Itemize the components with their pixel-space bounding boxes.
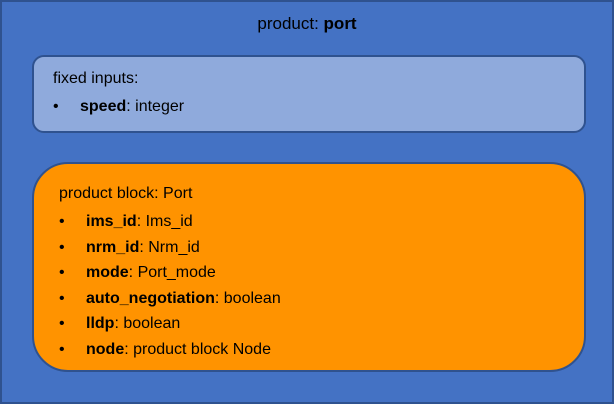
field-type: : Nrm_id [139,238,200,256]
list-item: • speed: integer [53,94,184,120]
bullet: • [53,98,59,115]
list-item: • node: product block Node [59,337,281,363]
fixed-inputs-heading: fixed inputs: [53,70,139,87]
field-type: : product block Node [124,340,271,358]
bullet: • [59,289,65,307]
field-name: speed [80,98,127,115]
bullet: • [59,213,65,230]
bullet: • [59,315,65,333]
list-item: • nrm_id: Nrm_id [59,235,281,261]
bullet: • [59,264,65,282]
field-name: node [86,340,125,358]
list-item: • mode: Port_mode [59,260,281,286]
bullet: • [59,340,65,358]
field-name: auto_negotiation [86,289,215,307]
product-title: product: port [2,14,612,34]
list-item: • lldp: boolean [59,311,281,337]
fixed-inputs-list: • speed: integer [53,94,184,120]
field-name: lldp [86,315,115,333]
field-type: : Ims_id [136,213,193,230]
bullet: • [59,238,65,256]
field-type: : integer [126,98,185,115]
product-block-heading: product block: Port [59,185,193,202]
list-item: • ims_id: Ims_id [59,209,281,235]
product-name: port [323,14,357,33]
product-label: product: [257,14,324,33]
product-block-list: • ims_id: Ims_id • nrm_id: Nrm_id • mode: P… [59,209,281,363]
field-type: : boolean [214,289,281,307]
field-type: : Port_mode [128,264,216,282]
field-name: mode [86,264,129,282]
field-type: : boolean [114,315,181,333]
field-name: nrm_id [86,238,140,256]
list-item: • auto_negotiation: boolean [59,286,281,312]
field-name: ims_id [86,213,137,230]
product-block-box: product block: Port • ims_id: Ims_id • nrm… [32,162,586,372]
fixed-inputs-box: fixed inputs: • speed: integer [32,55,586,133]
